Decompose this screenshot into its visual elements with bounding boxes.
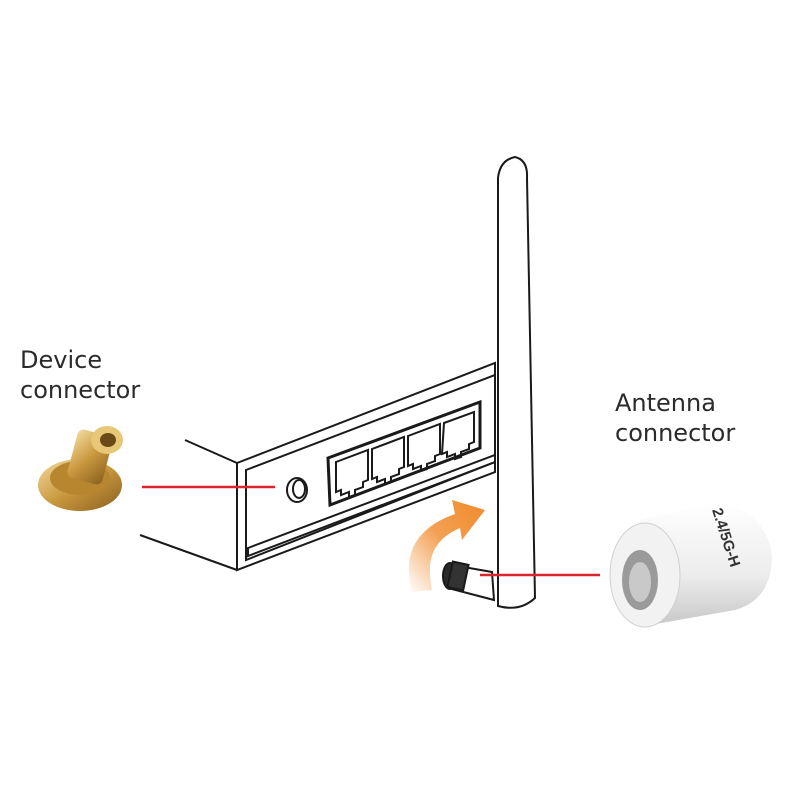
device-connector-image [38,426,123,511]
rotate-arrow-icon [408,500,485,592]
router-drawing [139,361,496,572]
device-connector-label-line2: connector [20,376,141,404]
antenna-connector-label: Antenna connector [615,388,735,448]
antenna-drawing [442,155,537,609]
device-connector-label: Device connector [20,345,140,405]
antenna-connector-label-line1: Antenna [615,389,716,417]
antenna-connector-image: 2.4/5G-H [609,502,772,628]
antenna-connector-label-line2: connector [615,419,736,447]
device-connector-label-line1: Device [20,346,103,374]
lan-ports [326,399,482,508]
